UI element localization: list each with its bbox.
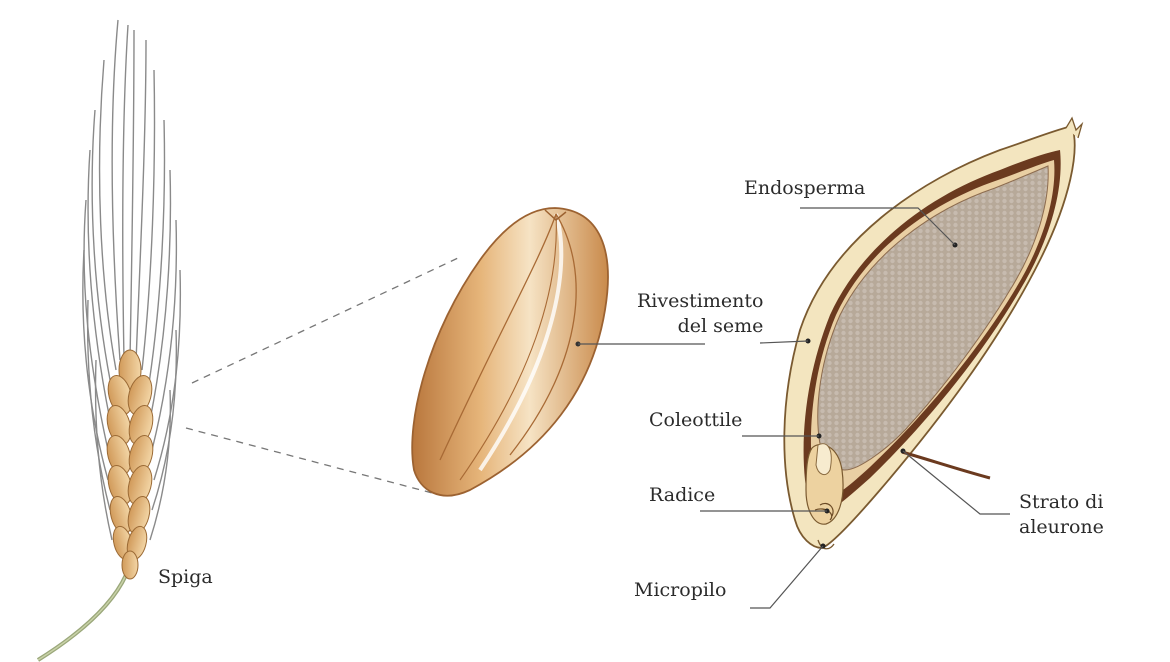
label-coleottile: Coleottile [649,408,742,433]
spikelets [103,350,157,579]
leader-micropilo [750,546,823,608]
wheat-ear-illustration [38,20,180,660]
label-rivestimento: Rivestimento del seme [637,289,763,339]
label-micropilo: Micropilo [634,578,726,603]
label-spiga: Spiga [158,565,213,590]
label-radice: Radice [649,483,715,508]
label-endosperma: Endosperma [744,176,865,201]
leader-aleurone [903,451,1010,514]
wheat-grain-illustration [412,208,608,496]
label-aleurone: Strato di aleurone [1019,490,1104,540]
